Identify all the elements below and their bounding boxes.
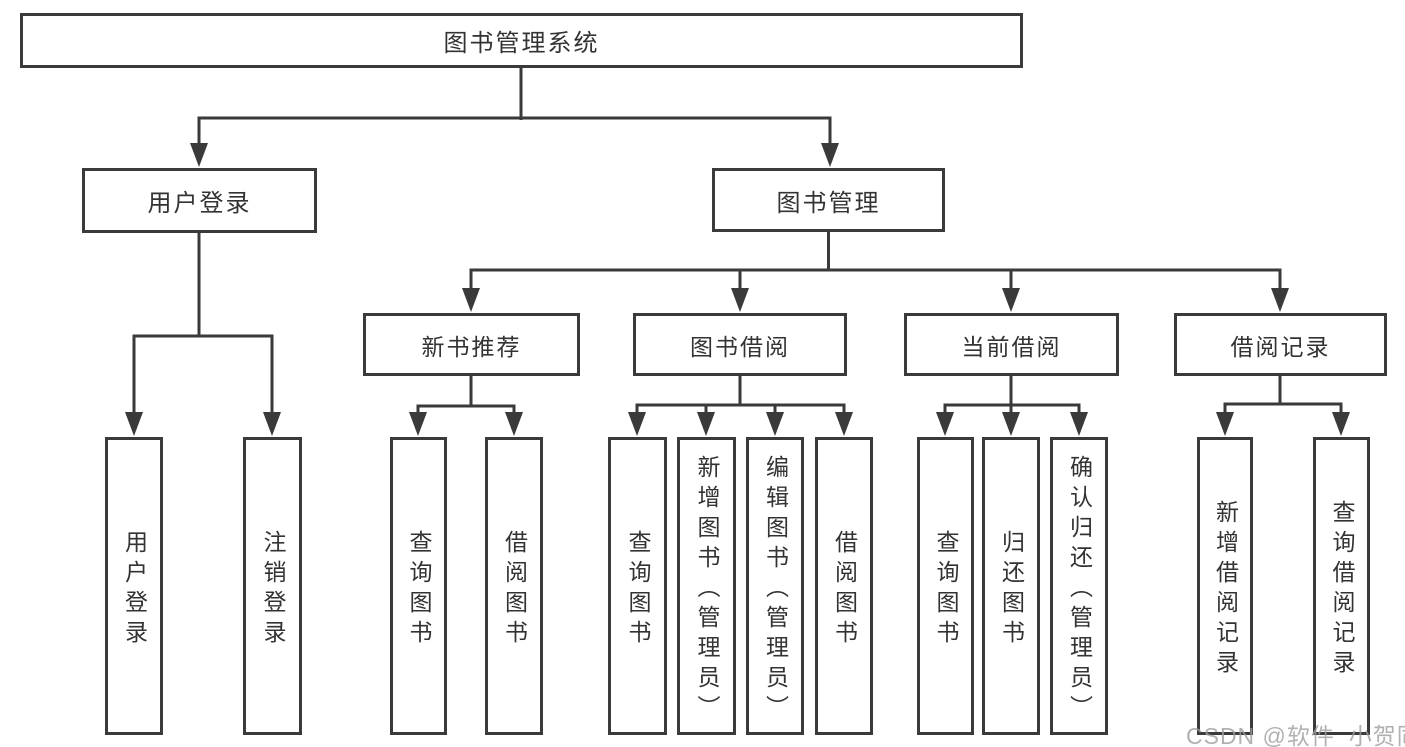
csdn-watermark: CSDN @软件_小贺同学 [1186,723,1405,747]
arrowhead [936,412,954,436]
leaf-label: 借阅图书 [501,529,528,650]
arrowhead [1070,412,1088,436]
arrowhead [821,143,839,167]
node-book-management: 图书管理 [712,168,945,232]
leaf-add-borrow-record: 新增借阅记录 [1197,437,1253,735]
leaf-label: 归还图书 [998,529,1025,650]
arrowhead [1271,288,1289,312]
node-current-borrowing: 当前借阅 [904,313,1119,376]
arrowheads [125,143,1350,436]
leaf-label: 确认归还（管理员） [1066,454,1093,725]
leaf-label: 用户登录 [121,529,148,650]
leaf-return-books: 归还图书 [982,437,1040,735]
arrowhead [731,288,749,312]
arrowhead [1216,412,1234,436]
node-label: 新书推荐 [421,333,522,360]
leaf-borrow-books-recommend: 借阅图书 [485,437,543,735]
arrowhead [462,288,480,312]
leaf-label: 查询图书 [625,529,651,650]
node-label: 图书管理系统 [443,30,600,57]
node-new-book-recommendation: 新书推荐 [363,313,580,376]
leaf-edit-books-admin: 编辑图书（管理员） [746,437,804,735]
arrowhead [697,412,715,436]
arrowhead [409,412,427,436]
node-book-borrowing: 图书借阅 [633,313,847,376]
arrowhead [628,412,646,436]
leaf-confirm-return-admin: 确认归还（管理员） [1050,437,1108,735]
arrowhead [125,412,143,436]
leaf-label: 注销登录 [260,529,286,650]
node-label: 图书借阅 [690,333,790,360]
arrowhead [263,412,281,436]
node-library-system: 图书管理系统 [20,13,1023,68]
leaf-label: 查询借阅记录 [1329,499,1355,680]
arrowhead [505,412,523,436]
node-label: 借阅记录 [1230,333,1331,360]
leaf-query-books-current: 查询图书 [917,437,974,735]
arrowhead [1332,412,1350,436]
arrowhead [1002,288,1020,312]
leaf-label: 新增借阅记录 [1212,499,1239,680]
leaf-label: 借阅图书 [831,529,858,650]
leaf-query-books-borrowing: 查询图书 [608,437,667,735]
leaf-borrow-books: 借阅图书 [815,437,873,735]
arrowhead [835,412,853,436]
leaf-label: 查询图书 [406,529,432,650]
node-user-login: 用户登录 [82,168,317,233]
arrowhead [766,412,784,436]
leaf-logout: 注销登录 [243,437,302,735]
leaf-add-books-admin: 新增图书（管理员） [677,437,736,735]
leaf-label: 查询图书 [933,529,959,650]
node-label: 当前借阅 [961,333,1062,360]
leaf-label: 编辑图书（管理员） [762,454,789,725]
connector-lines [132,68,1343,414]
node-borrowing-records: 借阅记录 [1174,313,1387,376]
node-label: 用户登录 [147,190,252,217]
leaf-query-borrow-record: 查询借阅记录 [1313,437,1370,735]
leaf-query-books-recommend: 查询图书 [390,437,447,735]
leaf-label: 新增图书（管理员） [694,454,720,725]
arrowhead [190,143,208,167]
leaf-user-login: 用户登录 [105,437,163,735]
arrowhead [1002,412,1020,436]
node-label: 图书管理 [776,189,881,217]
